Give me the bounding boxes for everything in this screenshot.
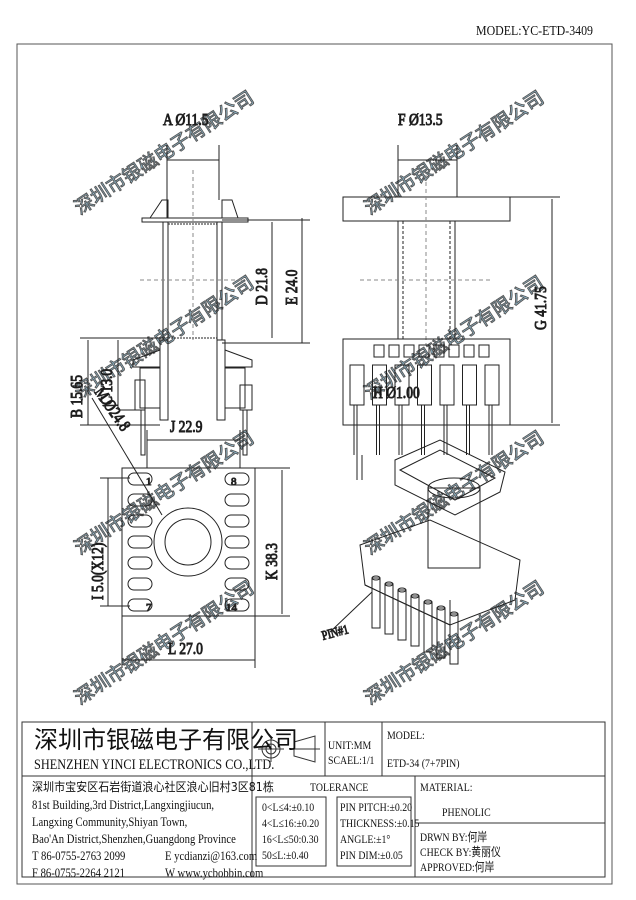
material-label: MATERIAL: — [420, 780, 473, 794]
tolerance-left-4: 50≤L:±0.40 — [262, 848, 309, 862]
dim-k: K 38.3 — [263, 543, 282, 580]
iso-pin-top — [449, 611, 459, 617]
dim-a: A Ø11.5 — [163, 111, 209, 130]
iso-pin-top — [384, 581, 394, 587]
dim-i: I 5.0(X12) — [89, 543, 108, 600]
company-name-cn: 深圳市银磁电子有限公司 — [34, 726, 298, 754]
pin1-label: PIN#1 — [320, 622, 350, 643]
address-cn: 深圳市宝安区石岩街道浪心社区浪心旧村3区81栋 — [32, 780, 274, 794]
tolerance-right-4: PIN DIM:±0.05 — [340, 848, 403, 862]
front-view — [342, 145, 560, 480]
isometric-view — [329, 439, 521, 665]
unit-label: UNIT:MM — [328, 738, 372, 752]
tolerance-left-2: 4<L≤16:±0.20 — [262, 816, 320, 830]
dim-h: H Ø1.00 — [373, 384, 420, 403]
watermark: 深圳市银磁电子有限公司 — [71, 427, 258, 559]
bottom-view — [91, 397, 290, 668]
slot — [478, 344, 490, 358]
iso-pin — [423, 601, 433, 653]
iso-pin — [436, 607, 446, 659]
tolerance-title: TOLERANCE — [310, 780, 369, 794]
pin-pad — [224, 577, 250, 591]
watermark: 深圳市银磁电子有限公司 — [361, 87, 548, 219]
tolerance-right-3: ANGLE:±1° — [340, 832, 391, 846]
drawn-by: DRWN BY:何岸 — [420, 830, 488, 844]
iso-pin — [384, 583, 394, 635]
slot — [433, 344, 445, 358]
pin-label-7: 7 — [146, 602, 152, 614]
watermark: 深圳市银磁电子有限公司 — [71, 87, 258, 219]
pin-pad — [127, 472, 153, 486]
pin-pad — [224, 598, 250, 612]
pin-pad — [127, 556, 153, 570]
model-label: MODEL: — [387, 728, 425, 742]
dim-b: B 15.65 — [68, 375, 87, 418]
pin-pad — [127, 577, 153, 591]
side-view — [80, 145, 310, 456]
slot — [388, 344, 400, 358]
pin-pad — [127, 598, 153, 612]
pin-pad — [224, 472, 250, 486]
iso-pin-top — [371, 575, 381, 581]
iso-pin — [371, 577, 381, 629]
iso-pin — [449, 613, 459, 665]
pin-label-1: 1 — [146, 476, 152, 488]
fax: F 86-0755-2264 2121 — [32, 865, 125, 880]
title-block-frame — [21, 721, 606, 878]
check-by: CHECK BY:黄丽仪 — [420, 845, 501, 859]
slot — [373, 344, 385, 358]
slot — [418, 344, 430, 358]
pin-housing — [484, 364, 500, 406]
material-value: PHENOLIC — [442, 805, 491, 819]
pin-pad — [127, 535, 153, 549]
iso-pin-top — [436, 605, 446, 611]
dim-e: E 24.0 — [283, 269, 302, 305]
pin-pad — [224, 556, 250, 570]
slot — [463, 344, 475, 358]
dim-l: L 27.0 — [168, 640, 203, 659]
pin-label-14: 14 — [226, 602, 238, 614]
approved-by: APPROVED:何岸 — [420, 860, 495, 874]
dim-c: C 13.0 — [98, 368, 117, 405]
pin-pad — [127, 514, 153, 528]
model-value: ETD-34 (7+7PIN) — [387, 756, 460, 770]
address-en-3: Bao'An District,Shenzhen,Guangdong Provi… — [32, 831, 236, 846]
dim-f: F Ø13.5 — [398, 111, 443, 130]
scale-label: SCAEL:1/1 — [328, 753, 375, 767]
tolerance-left-1: 0<L≤4:±0.10 — [262, 800, 315, 814]
phone: T 86-0755-2763 2099 — [32, 848, 126, 863]
iso-pin — [410, 595, 420, 647]
iso-pin — [397, 589, 407, 641]
pin-pad — [224, 535, 250, 549]
website-link[interactable]: W www.ycbobbin.com — [165, 865, 264, 880]
model-header: MODEL:YC-ETD-3409 — [476, 24, 594, 39]
pin-pad — [127, 493, 153, 507]
pin-housing — [462, 364, 477, 406]
dim-g: G 41.75 — [532, 286, 551, 330]
company-name-en: SHENZHEN YINCI ELECTRONICS CO.,LTD. — [34, 757, 275, 773]
pin-pad — [224, 493, 250, 507]
slot — [448, 344, 460, 358]
address-en-1: 81st Building,3rd District,Langxingjiucu… — [32, 797, 215, 812]
pin-label-8: 8 — [231, 476, 237, 488]
iso-pin-top — [423, 599, 433, 605]
outer-frame — [16, 43, 613, 885]
dim-d: D 21.8 — [253, 268, 272, 305]
dim-j: J 22.9 — [170, 418, 203, 437]
slot — [403, 344, 415, 358]
pin-pad — [224, 514, 250, 528]
pin-housing — [439, 364, 455, 406]
dim-m: M Ø24.8 — [90, 384, 134, 435]
tolerance-right-2: THICKNESS:±0.15 — [340, 816, 420, 830]
email-link[interactable]: E ycdianzi@163.com — [165, 848, 258, 863]
iso-pin-top — [410, 593, 420, 599]
tolerance-left-3: 16<L≤50:0.30 — [262, 832, 319, 846]
tolerance-right-1: PIN PITCH:±0.20 — [340, 800, 413, 814]
iso-pin-top — [397, 587, 407, 593]
address-en-2: Langxing Community,Shiyan Town, — [32, 814, 188, 829]
